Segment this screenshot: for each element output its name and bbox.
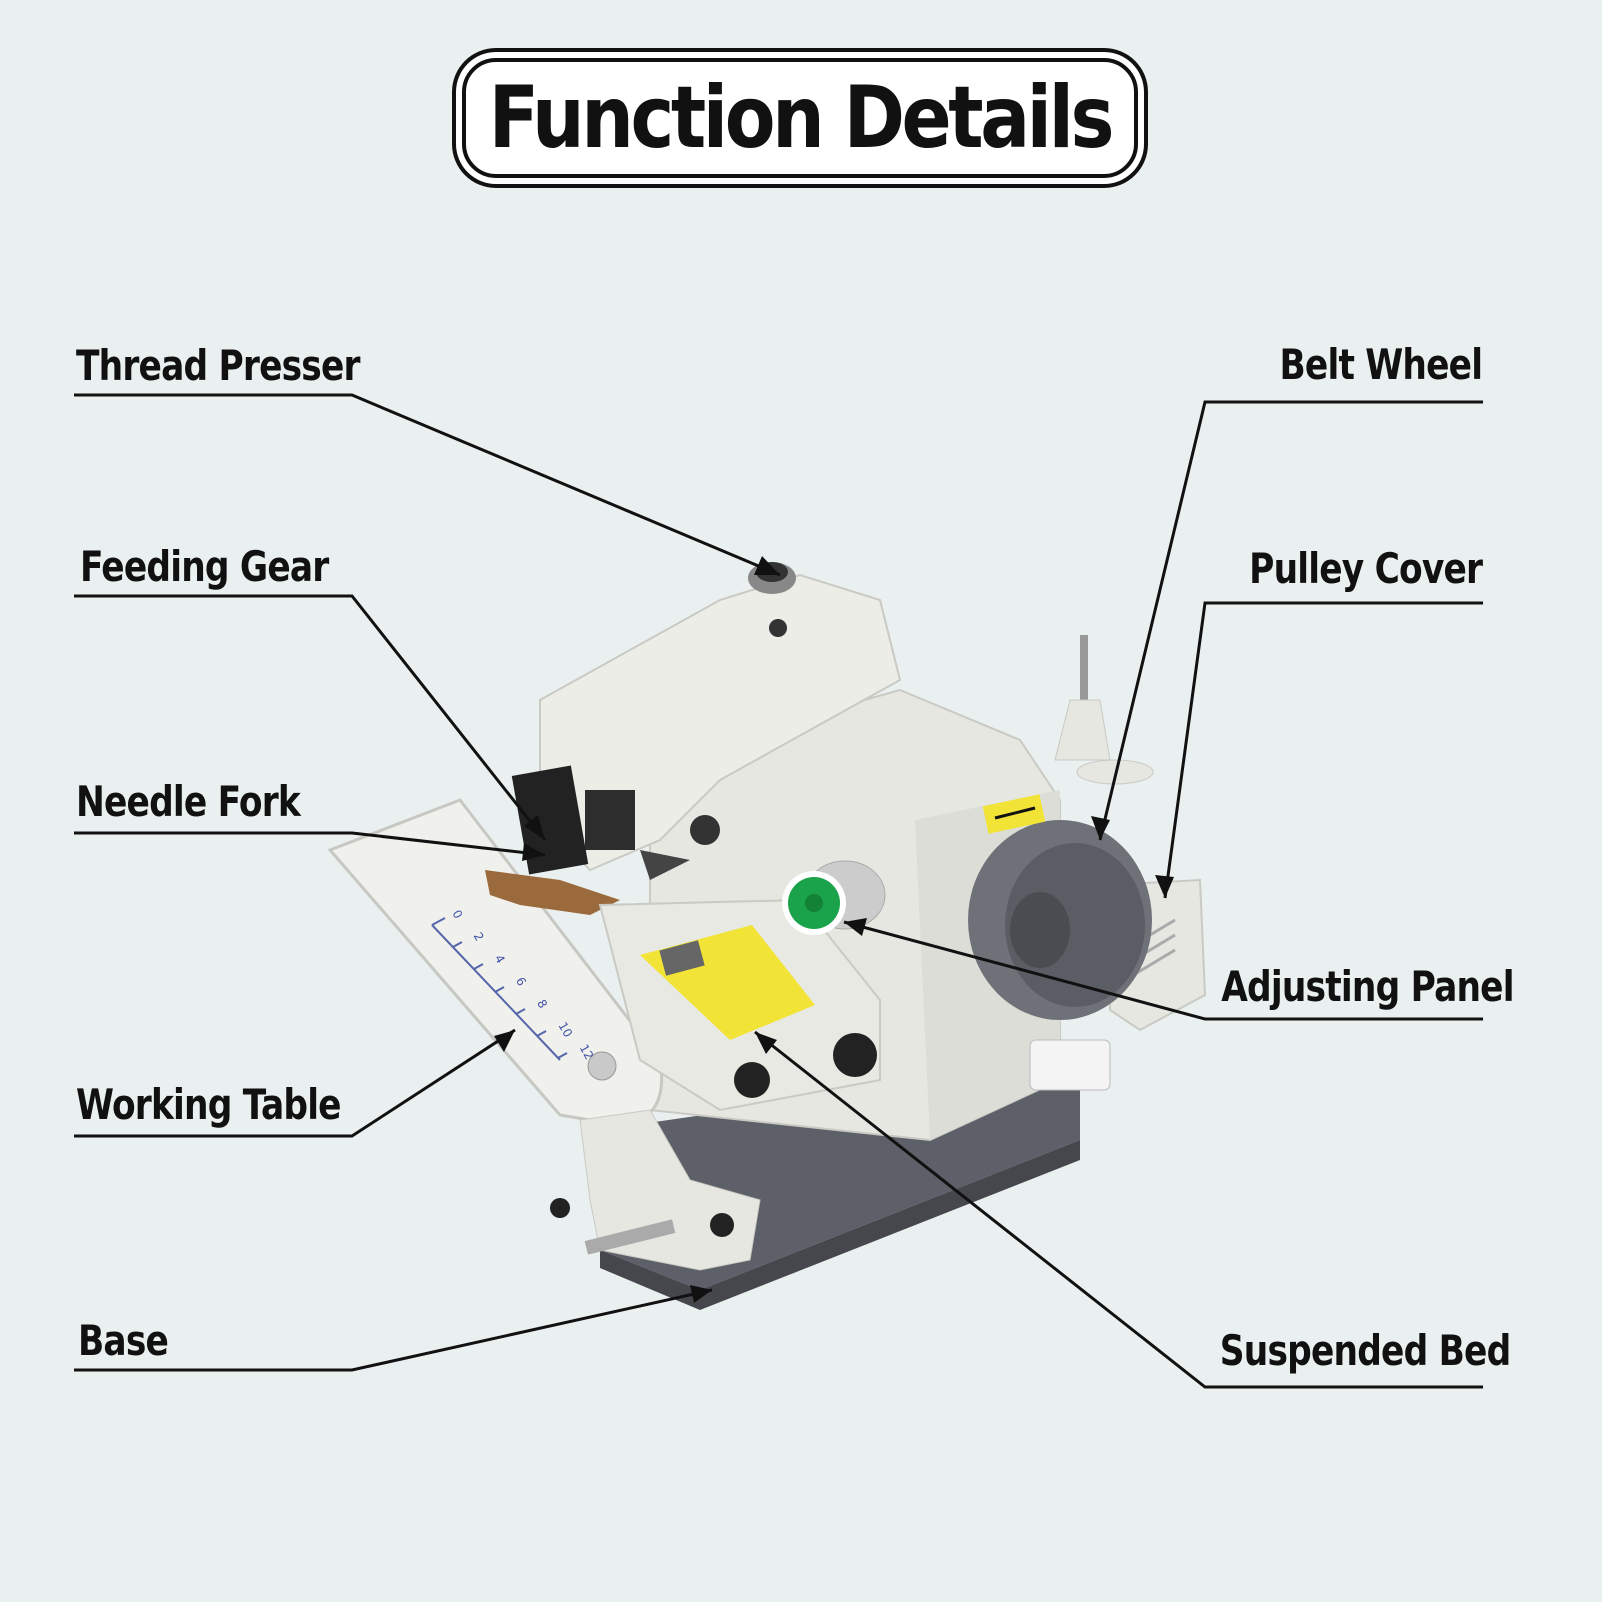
callout-feeding-gear: [74, 594, 547, 841]
callout-adjusting-panel: [843, 920, 1483, 1021]
label-suspended-bed: Suspended Bed: [1219, 1326, 1510, 1375]
arrowhead-suspended-bed: [755, 1032, 777, 1054]
power-connector: [1029, 1039, 1111, 1091]
ruler-ticks: [431, 917, 568, 1061]
arrowhead-pulley-cover: [1155, 875, 1174, 898]
arrowhead-adjusting-panel: [844, 918, 867, 936]
callout-pulley-cover: [1163, 601, 1483, 899]
arrowhead-thread-presser: [754, 556, 780, 575]
label-base: Base: [78, 1316, 169, 1365]
thread-spindle: [1080, 635, 1088, 725]
arrowhead-base: [690, 1285, 712, 1303]
table-screw: [587, 1051, 617, 1081]
callout-suspended-bed: [754, 1030, 1483, 1389]
label-needle-fork: Needle Fork: [76, 777, 301, 826]
arrowhead-needle-fork: [522, 843, 545, 861]
callout-lines: [74, 393, 1483, 1389]
arrowhead-belt-wheel: [1091, 816, 1110, 840]
label-adjusting-panel: Adjusting Panel: [1221, 962, 1514, 1011]
page-title: Function Details: [488, 68, 1115, 168]
feeding-gear-strip: [485, 870, 620, 915]
callout-arrowheads: [494, 556, 1174, 1303]
callout-needle-fork: [74, 831, 546, 857]
title-banner: Function Details: [462, 58, 1138, 178]
label-thread-presser: Thread Presser: [76, 341, 361, 390]
label-feeding-gear: Feeding Gear: [80, 542, 329, 591]
callout-working-table: [74, 1028, 516, 1138]
callout-belt-wheel: [1098, 400, 1483, 841]
arrowhead-feeding-gear: [524, 815, 545, 840]
label-working-table: Working Table: [76, 1080, 342, 1129]
label-belt-wheel: Belt Wheel: [1279, 340, 1483, 389]
arrowhead-working-table: [494, 1030, 515, 1052]
callout-thread-presser: [74, 393, 781, 577]
label-pulley-cover: Pulley Cover: [1248, 544, 1483, 593]
callout-base: [74, 1288, 713, 1372]
